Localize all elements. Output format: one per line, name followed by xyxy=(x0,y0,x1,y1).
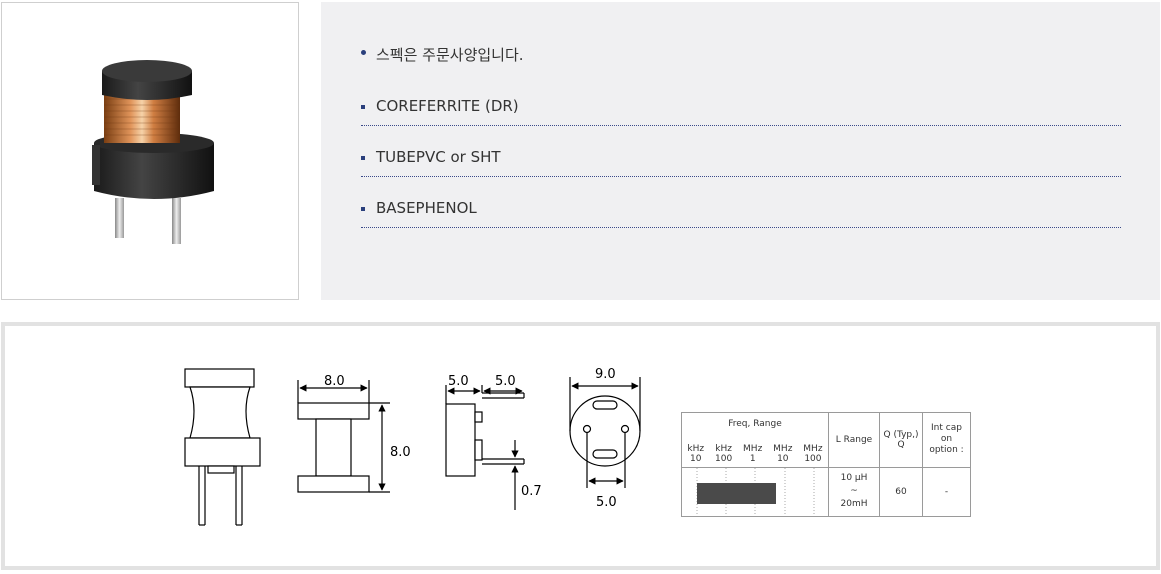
top-diameter-label: 9.0 xyxy=(595,367,616,382)
freq-unit: MHz xyxy=(743,443,763,454)
intcap-header-3: option : xyxy=(929,445,964,456)
l-range-min: 10 μH xyxy=(840,473,868,484)
intcap-header-1: Int cap xyxy=(931,423,962,434)
side-width-a-label: 5.0 xyxy=(448,374,469,389)
q-value: 60 xyxy=(879,466,923,518)
bullet-dot-icon xyxy=(361,50,366,55)
freq-range-header: Freq, Range xyxy=(728,419,782,429)
l-range-tilde: ~ xyxy=(850,486,858,497)
intcap-header-2: on xyxy=(940,434,953,445)
l-range-max: 20mH xyxy=(840,499,868,510)
front-view xyxy=(297,380,390,493)
side-view xyxy=(445,385,525,510)
spec-row-label: COREFERRITE (DR) xyxy=(376,97,519,115)
freq-unit: MHz xyxy=(773,443,793,454)
freq-range-bar xyxy=(697,483,776,505)
product-photo xyxy=(1,2,299,300)
front-width-label: 8.0 xyxy=(324,374,345,389)
bullet-square-icon xyxy=(361,155,365,160)
freq-value: 10 xyxy=(777,453,789,464)
bullet-square-icon xyxy=(361,206,365,211)
l-range-header: L Range xyxy=(828,412,880,468)
freq-unit: MHz xyxy=(803,443,823,454)
bullet-square-icon xyxy=(361,104,365,109)
l-range-cell: 10 μH ~20mH xyxy=(828,466,880,518)
outline-view xyxy=(184,368,261,526)
inductor-photo-illustration xyxy=(92,60,214,244)
side-width-b-label: 5.0 xyxy=(495,374,516,389)
freq-bar-cell xyxy=(681,466,829,518)
freq-value: 100 xyxy=(804,453,822,464)
spec-note-text: 스펙은 주문사양입니다. xyxy=(376,46,524,64)
freq-bar-chart xyxy=(696,468,815,516)
front-height-label: 8.0 xyxy=(390,445,411,460)
spec-panel: 스펙은 주문사양입니다. COREFERRITE (DR) TUBEPVC or… xyxy=(321,2,1160,300)
spec-row-base: BASEPHENOL xyxy=(361,199,1121,228)
freq-value: 100 xyxy=(715,453,733,464)
spec-row-label: TUBEPVC or SHT xyxy=(376,148,501,166)
top-view xyxy=(569,377,641,488)
q-header-bottom: Q xyxy=(897,439,905,450)
freq-value: 1 xyxy=(749,453,756,464)
spec-note: 스펙은 주문사양입니다. xyxy=(361,44,524,65)
spec-row-core: COREFERRITE (DR) xyxy=(361,97,1121,126)
spec-row-tube: TUBEPVC or SHT xyxy=(361,148,1121,177)
q-header-cell: Q (Typ,)Q xyxy=(879,412,923,468)
q-header-top: Q (Typ,) xyxy=(883,429,919,440)
freq-unit: kHz xyxy=(687,443,705,454)
freq-unit: kHz xyxy=(715,443,732,454)
pin-thickness-label: 0.7 xyxy=(521,484,542,499)
freq-value: 10 xyxy=(690,453,702,464)
pin-spacing-label: 5.0 xyxy=(596,495,617,510)
intcap-value: - xyxy=(922,466,971,518)
spec-row-label: BASEPHENOL xyxy=(376,199,477,217)
